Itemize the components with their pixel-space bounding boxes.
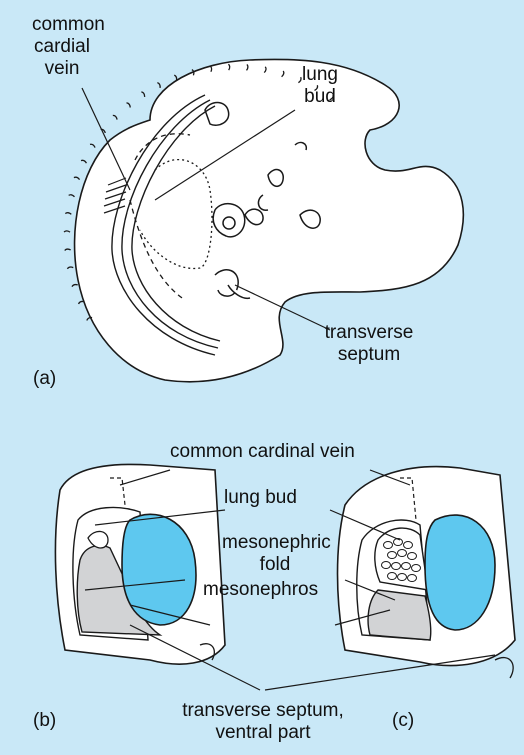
label-line: ventral part xyxy=(178,722,348,744)
label-line: common xyxy=(32,14,92,36)
lung-cell xyxy=(412,565,421,572)
lung-cell xyxy=(388,573,397,580)
somite-tick xyxy=(90,144,95,147)
lung-cell xyxy=(402,563,411,570)
somite-tick xyxy=(113,115,117,119)
somite-tick xyxy=(69,195,75,197)
somite-tick xyxy=(141,92,144,97)
label-line: transverse xyxy=(316,322,422,344)
label-transverse-septum-ventral: transverse septum, ventral part xyxy=(178,700,348,744)
label-lung-bud-bc: lung bud xyxy=(224,487,297,509)
somite-tick xyxy=(74,177,80,179)
lung-cell xyxy=(398,550,407,557)
label-line: mesonephric xyxy=(222,532,328,554)
panel-letter-c: (c) xyxy=(392,710,414,732)
panel-letter-a: (a) xyxy=(33,368,56,390)
lung-cell xyxy=(408,553,417,560)
somite-tick xyxy=(79,301,84,304)
somite-tick xyxy=(67,267,73,269)
somite-tick xyxy=(157,83,160,88)
lung-cell xyxy=(408,575,417,582)
panel-letter-b: (b) xyxy=(33,710,56,732)
label-common-cardial-vein: common cardial vein xyxy=(32,14,92,80)
label-line: bud xyxy=(292,86,348,108)
lung-cell xyxy=(388,552,397,559)
somite-tick xyxy=(126,103,130,108)
lung-cell xyxy=(382,562,391,569)
label-line: cardial xyxy=(32,36,92,58)
somite-tick xyxy=(72,285,78,287)
label-common-cardinal-vein: common cardinal vein xyxy=(170,441,355,463)
somite-tick xyxy=(64,231,70,232)
somite-tick xyxy=(65,213,71,215)
lung-cell xyxy=(392,563,401,570)
mesonephros-c xyxy=(368,590,431,640)
lung-cell xyxy=(398,574,407,581)
panel-b-body xyxy=(55,464,225,664)
label-line: fold xyxy=(222,554,328,576)
label-mesonephric-fold: mesonephric fold xyxy=(222,532,328,576)
label-mesonephros: mesonephros xyxy=(203,579,318,601)
label-line: vein xyxy=(32,58,92,80)
label-line: septum xyxy=(316,344,422,366)
panel-c-body xyxy=(338,467,516,678)
label-line: lung xyxy=(292,64,348,86)
label-lung-bud-a: lung bud xyxy=(292,64,348,108)
somite-tick xyxy=(81,160,86,163)
somite-tick xyxy=(65,249,71,250)
lung-cell xyxy=(384,542,393,549)
somite-tick xyxy=(174,75,176,81)
lung-cell xyxy=(404,542,413,549)
label-transverse-septum-a: transverse septum xyxy=(316,322,422,366)
label-line: transverse septum, xyxy=(178,700,348,722)
